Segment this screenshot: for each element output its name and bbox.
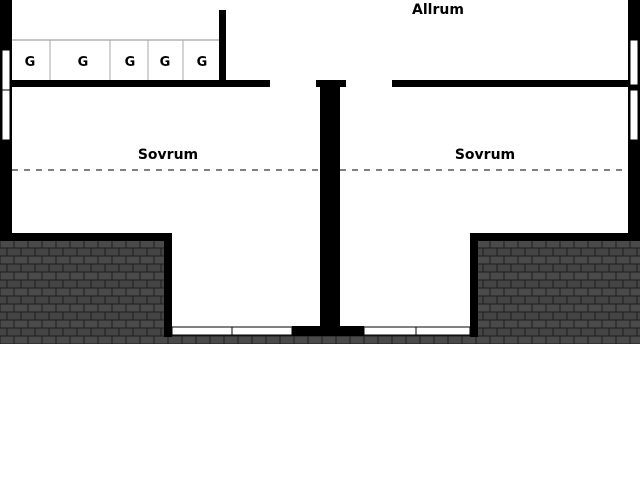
wall-right-lower-h <box>470 233 640 241</box>
closet-label: G <box>25 55 36 70</box>
roof-left <box>0 240 166 344</box>
room-label-sovrum-left: Sovrum <box>138 147 198 163</box>
closet-label: G <box>78 55 89 70</box>
window-left-top <box>1 49 11 91</box>
wall-top-left <box>12 80 270 87</box>
wall-right-lower-v <box>470 233 478 337</box>
window-bottom-right <box>363 326 471 336</box>
closet-label: G <box>160 55 171 70</box>
roof-right <box>478 240 640 344</box>
floor-right-wing <box>340 240 472 328</box>
closet-label: G <box>197 55 208 70</box>
room-label-allrum: Allrum <box>412 2 464 18</box>
wall-top-right <box>392 80 628 87</box>
floor-left-wing <box>172 240 322 328</box>
wall-center <box>320 80 340 334</box>
wall-left-lower-v <box>164 233 172 337</box>
closet-label: G <box>125 55 136 70</box>
wall-left-lower-h <box>0 233 172 241</box>
room-label-sovrum-right: Sovrum <box>455 147 515 163</box>
window-left-mid <box>1 89 11 141</box>
wall-bottom-center <box>292 326 364 336</box>
wall-closet-right <box>219 10 226 82</box>
window-right-top <box>629 39 639 86</box>
roof-bottom-strip <box>0 334 640 344</box>
window-right-mid <box>629 89 639 141</box>
